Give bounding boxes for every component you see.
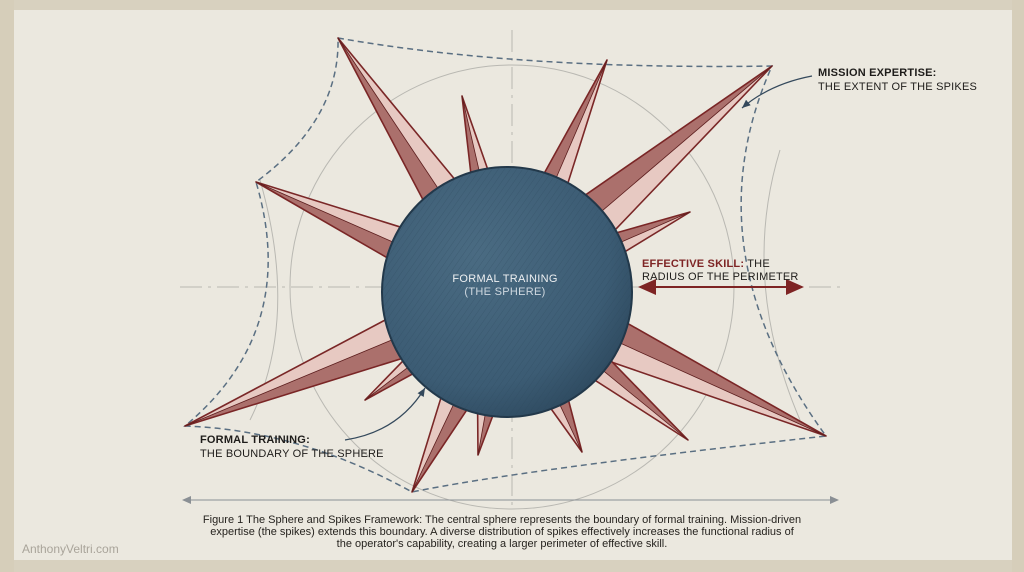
spike-shade-6 <box>604 212 690 245</box>
paper-edge-right <box>1012 0 1024 572</box>
spike-shade-2 <box>538 60 607 184</box>
spike-ridge-5 <box>255 181 400 246</box>
spike-ridge-13 <box>364 363 414 401</box>
paper-edge-left <box>0 0 14 572</box>
spike-shade-7 <box>614 318 826 436</box>
paper-edge-bottom <box>0 560 1024 572</box>
formal-training-text: THE BOUNDARY OF THE SPHERE <box>200 448 384 460</box>
caption-line-1: Figure 1 The Sphere and Spikes Framework… <box>202 514 802 526</box>
spike-shade-3 <box>576 66 772 216</box>
spike-shade-13 <box>365 363 424 400</box>
mission-expertise-text: THE EXTENT OF THE SPIKES <box>818 81 978 93</box>
figure-caption: Figure 1 The Sphere and Spikes Framework… <box>168 514 836 550</box>
spike-ridge-3 <box>596 65 773 216</box>
spike-shade-10 <box>478 404 498 455</box>
sphere-label: FORMAL TRAINING (THE SPHERE) <box>405 273 605 299</box>
sphere-hatching <box>382 167 632 417</box>
spike-ridge-7 <box>614 340 827 437</box>
sphere-label-title: FORMAL TRAINING <box>452 273 558 285</box>
spike-shade-12 <box>185 337 413 426</box>
spike-ridge-9 <box>556 398 583 453</box>
formal-training-title: FORMAL TRAINING: <box>200 434 310 446</box>
sphere-label-subtitle: (THE SPHERE) <box>464 286 546 298</box>
spike-ridge-1 <box>337 37 442 194</box>
formal-training-callout: FORMAL TRAINING: THE BOUNDARY OF THE SPH… <box>200 433 384 461</box>
effective-skill-text-1: THE <box>747 258 770 270</box>
spike-ridge-11 <box>411 398 457 493</box>
spike-shade-8 <box>598 352 688 440</box>
caption-line-3: the operator's capability, creating a la… <box>336 538 668 550</box>
spikes-group <box>184 37 827 493</box>
mission-expertise-callout: MISSION EXPERTISE: THE EXTENT OF THE SPI… <box>818 66 977 94</box>
effective-skill-title: EFFECTIVE SKILL: <box>642 258 745 270</box>
spike-shade-4 <box>462 96 481 186</box>
mission-expertise-title: MISSION EXPERTISE: <box>818 67 937 79</box>
spike-shade-5 <box>256 182 399 264</box>
spike-ridge-2 <box>553 59 608 184</box>
spike-shade-1 <box>338 38 442 210</box>
site-watermark: AnthonyVeltri.com <box>22 542 119 556</box>
formal-callout-leader <box>344 387 426 441</box>
caption-line-2: expertise (the spikes) extends this boun… <box>210 526 794 538</box>
spike-ridge-6 <box>614 211 691 246</box>
mission-callout-leader <box>741 75 813 109</box>
effective-skill-callout: EFFECTIVE SKILL: THE RADIUS OF THE PERIM… <box>642 258 799 284</box>
effective-skill-perimeter <box>183 37 828 493</box>
spike-ridge-12 <box>184 336 399 427</box>
effective-skill-text-2: RADIUS OF THE PERIMETER <box>642 271 799 283</box>
paper-edge-top <box>0 0 1024 10</box>
spike-ridge-8 <box>598 366 689 441</box>
spike-ridge-4 <box>461 95 481 178</box>
spike-shade-11 <box>412 398 474 492</box>
